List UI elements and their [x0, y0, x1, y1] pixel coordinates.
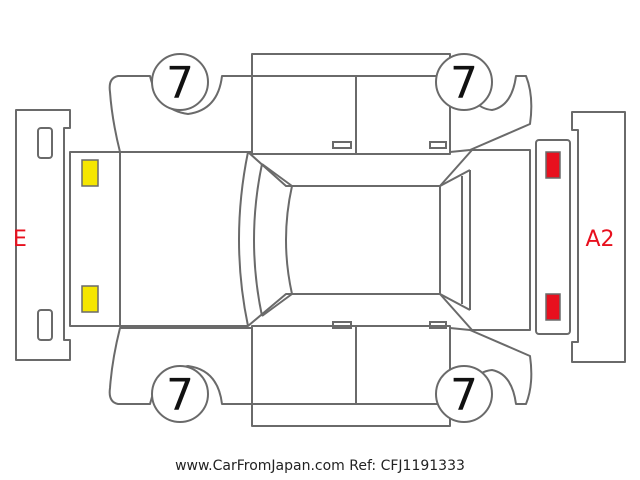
damage-marker-rear-bottom	[545, 293, 561, 321]
damage-label-rear: A2	[585, 227, 614, 252]
damage-marker-front-top	[81, 159, 99, 187]
rear-light-panel	[535, 139, 571, 335]
rear-bumper	[571, 111, 626, 363]
damage-label-front: E	[13, 227, 27, 252]
damage-marker-rear-top	[545, 151, 561, 179]
top-side-panel	[108, 53, 533, 155]
tire-number: 7	[450, 370, 478, 421]
tire-front-right: 7	[151, 365, 209, 423]
roof-top-view	[69, 149, 531, 331]
tire-rear-left: 7	[435, 53, 493, 111]
damage-marker-front-bottom	[81, 285, 99, 313]
reference-footer: www.CarFromJapan.com Ref: CFJ1191333	[175, 458, 465, 474]
front-bumper	[15, 109, 71, 361]
tire-front-left: 7	[151, 53, 209, 111]
tire-number: 7	[450, 58, 478, 109]
tire-rear-right: 7	[435, 365, 493, 423]
tire-number: 7	[166, 58, 194, 109]
tire-number: 7	[166, 370, 194, 421]
